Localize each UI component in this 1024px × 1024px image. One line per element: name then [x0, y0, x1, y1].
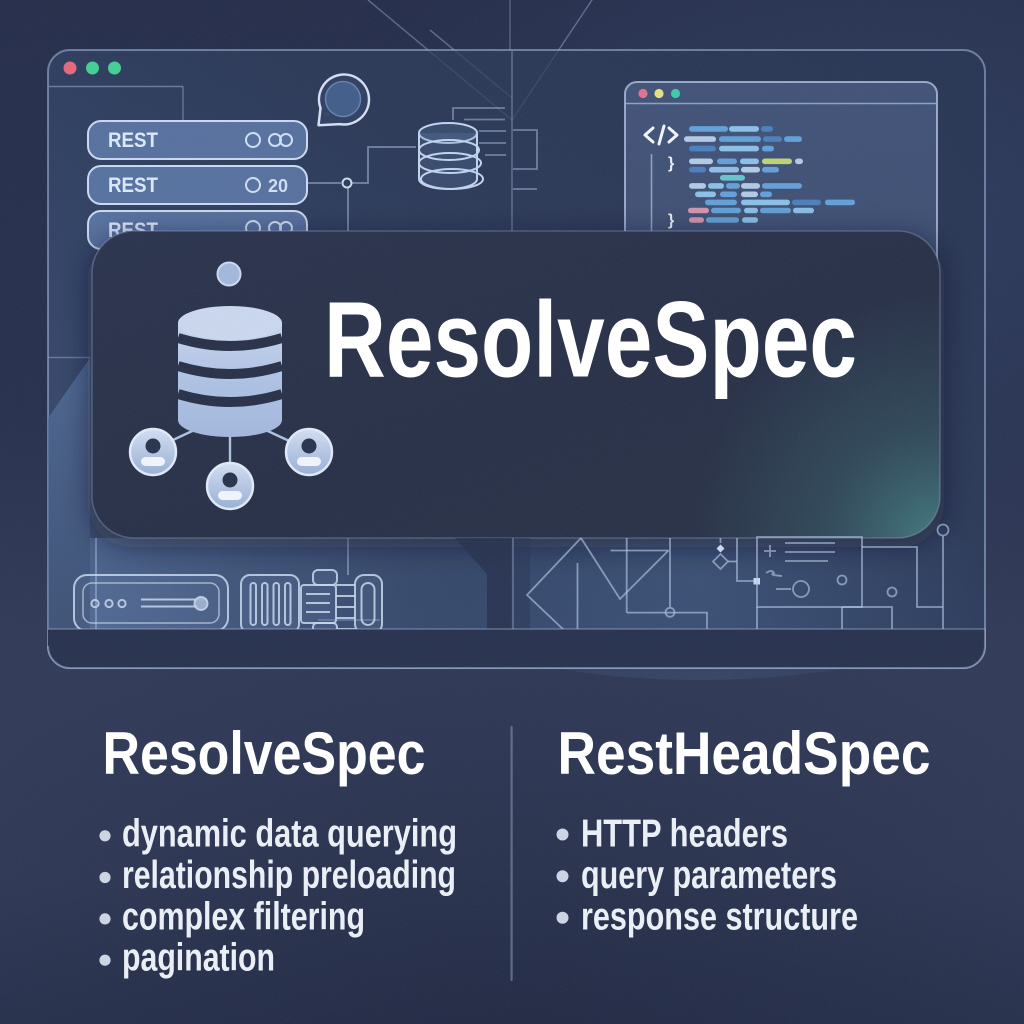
- svg-text:dynamic data querying: dynamic data querying: [122, 812, 457, 855]
- svg-text:}: }: [668, 155, 674, 172]
- svg-text:20: 20: [268, 176, 288, 196]
- svg-text:REST: REST: [108, 174, 158, 197]
- svg-text:response structure: response structure: [581, 895, 858, 938]
- svg-text:ResolveSpec: ResolveSpec: [324, 279, 857, 400]
- svg-text:pagination: pagination: [122, 937, 275, 980]
- svg-text:query parameters: query parameters: [581, 854, 837, 897]
- svg-text:REST: REST: [108, 129, 158, 152]
- svg-text:RestHeadSpec: RestHeadSpec: [558, 720, 931, 787]
- svg-text:HTTP headers: HTTP headers: [581, 812, 788, 855]
- svg-text:relationship preloading: relationship preloading: [122, 854, 456, 897]
- svg-text:ResolveSpec: ResolveSpec: [103, 720, 426, 787]
- svg-text:complex filtering: complex filtering: [122, 895, 365, 938]
- svg-text:}: }: [668, 212, 674, 229]
